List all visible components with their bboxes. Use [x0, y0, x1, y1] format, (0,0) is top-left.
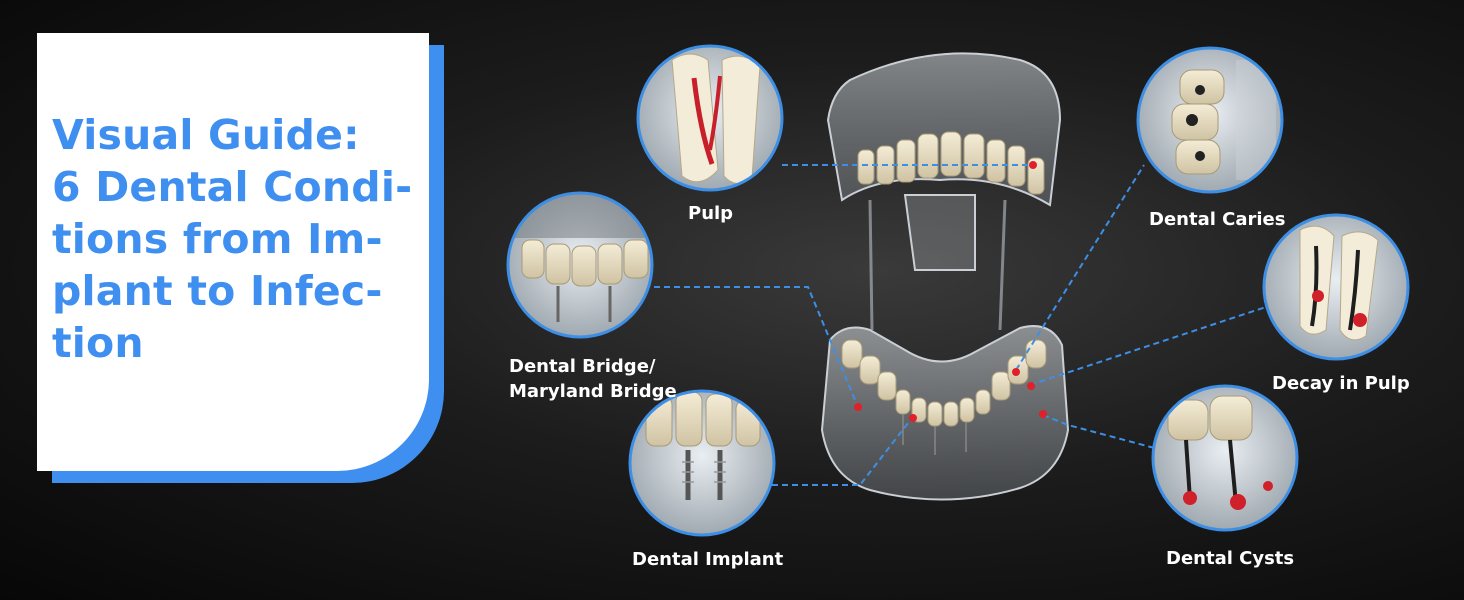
dental-caries-label: Dental Caries: [1149, 209, 1286, 230]
dental-cysts-label: Dental Cysts: [1166, 548, 1295, 569]
pulp-zoom-circle: [636, 44, 784, 192]
decay-in-pulp-label: Decay in Pulp: [1272, 373, 1410, 394]
upper-jaw-model: [826, 52, 1062, 331]
guide-title: Visual Guide: 6 Dental Condi- tions from…: [52, 111, 413, 367]
leader-lines: [654, 164, 1267, 486]
dental-bridge-label-line1: Dental Bridge/: [509, 356, 656, 377]
dental-implant-label: Dental Implant: [632, 549, 784, 570]
title-card: Visual Guide: 6 Dental Condi- tions from…: [37, 33, 429, 471]
bridge-zoom-circle: [506, 191, 654, 339]
condition-markers: [854, 161, 1047, 422]
dental-bridge-label-line2: Maryland Bridge: [509, 381, 677, 402]
caries-zoom-circle: [1136, 46, 1284, 194]
lower-jaw-model: [820, 325, 1070, 501]
pulp-label: Pulp: [688, 203, 734, 224]
implant-zoom-circle: [628, 389, 776, 537]
cysts-zoom-circle: [1151, 384, 1299, 532]
decay-pulp-zoom-circle: [1262, 213, 1410, 361]
